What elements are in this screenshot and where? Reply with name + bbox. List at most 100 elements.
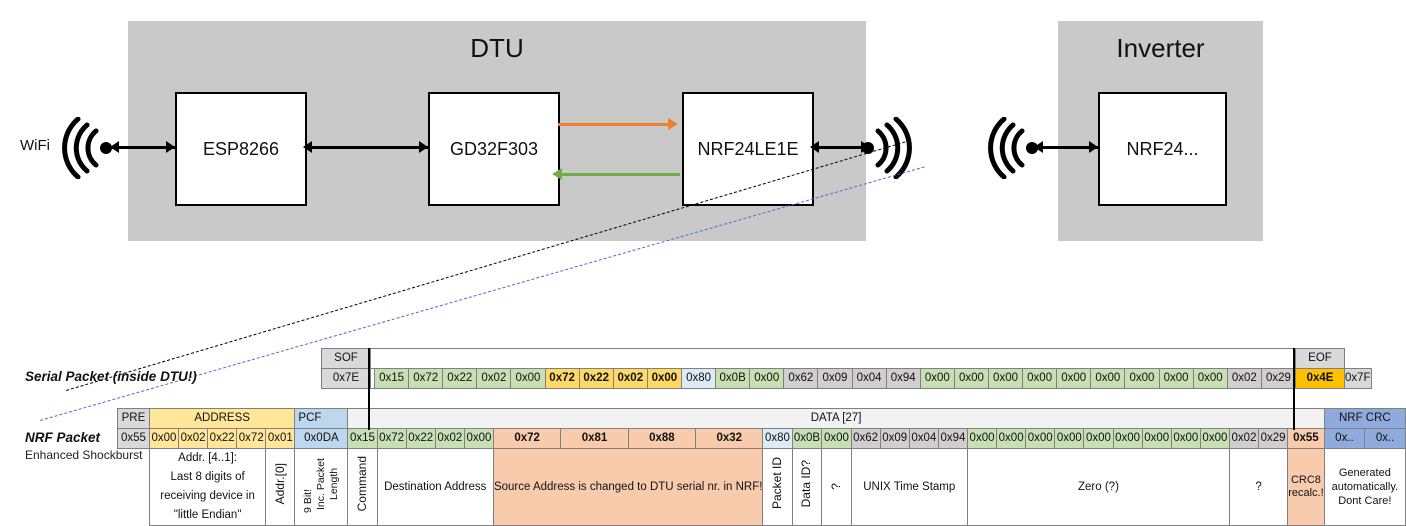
- nrf-crc-header: NRF CRC: [1323, 408, 1406, 429]
- nrf-pcf-value: 0x0DA: [294, 428, 349, 449]
- desc-timestamp-text: UNIX Time Stamp: [863, 480, 956, 493]
- nrf-address-byte-3: 0x72: [236, 428, 267, 449]
- nrf-data-byte-6: 0x81: [560, 428, 629, 449]
- desc-data-id-text: Data ID?: [799, 459, 814, 508]
- nrf-address-byte-2: 0x22: [207, 428, 238, 449]
- nrf-address-byte-0: 0x00: [148, 428, 179, 449]
- nrf-data-byte-0: 0x15: [347, 428, 378, 449]
- desc-source: Source Address is changed to DTU serial …: [492, 448, 764, 526]
- nrf-data-byte-21: 0x00: [1112, 428, 1143, 449]
- nrf-pre-header: PRE: [117, 408, 150, 429]
- nrf-data-byte-1: 0x72: [376, 428, 407, 449]
- serial-header-row: SOF EOF: [321, 348, 1372, 369]
- desc-zero-text: Zero (?): [1078, 480, 1119, 493]
- serial-byte-10: 0x0B: [715, 368, 751, 389]
- nrf-data-byte-5: 0x72: [492, 428, 562, 449]
- desc-addr0: Addr.[0]: [265, 448, 296, 526]
- serial-byte-19: 0x00: [1022, 368, 1058, 389]
- nrf-packet-table: PRE ADDRESS PCF DATA [27] NRF CRC 0x55 0…: [117, 408, 1406, 526]
- serial-byte-25: 0x02: [1226, 368, 1262, 389]
- nrf-data-byte-17: 0x00: [996, 428, 1027, 449]
- serial-byte-1: 0x72: [408, 368, 444, 389]
- desc-pre-empty: [118, 449, 150, 526]
- block-diagram: DTU Inverter ESP8266 GD32F303 NRF24LE1E …: [20, 21, 1263, 421]
- serial-sof-header: SOF: [321, 348, 371, 369]
- serial-byte-11: 0x00: [749, 368, 785, 389]
- link-inverter-antenna-arrow-right: [1089, 141, 1098, 153]
- chip-nrf24-inverter: NRF24...: [1098, 92, 1227, 206]
- serial-byte-20: 0x00: [1056, 368, 1092, 389]
- nrf-data-byte-27: 0x55: [1287, 428, 1325, 449]
- nrf-data-byte-14: 0x04: [908, 428, 939, 449]
- link-esp-gd32-arrow-right: [419, 141, 428, 153]
- chip-esp8266: ESP8266: [175, 92, 307, 206]
- chip-nrf24le1e-label: NRF24LE1E: [697, 138, 799, 159]
- serial-nrf-connector-left: [368, 348, 370, 430]
- desc-timestamp: UNIX Time Stamp: [850, 448, 968, 526]
- serial-byte-9: 0x80: [680, 368, 717, 389]
- serial-byte-16: 0x00: [919, 368, 955, 389]
- link-nrf-antenna-arrow-right: [861, 141, 870, 153]
- chip-gd32f303: GD32F303: [428, 92, 560, 206]
- nrf-data-byte-13: 0x09: [879, 428, 910, 449]
- dtu-title: DTU: [470, 33, 524, 63]
- link-nrf-antenna: [812, 146, 870, 149]
- nrf-pcf-header: PCF: [294, 408, 349, 429]
- serial-byte-23: 0x00: [1158, 368, 1194, 389]
- nrf-data-byte-25: 0x02: [1228, 428, 1260, 449]
- serial-byte-12: 0x62: [783, 368, 819, 389]
- desc-addr0-text: Addr.[0]: [272, 462, 287, 505]
- nrf-data-byte-19: 0x00: [1054, 428, 1085, 449]
- desc-source-text: Source Address is changed to DTU serial …: [493, 480, 763, 493]
- desc-pcf: 9 Bit!Inc. Packet Length: [294, 448, 349, 526]
- nrf-data-byte-7: 0x88: [627, 428, 697, 449]
- nrf-data-byte-26: 0x29: [1258, 428, 1289, 449]
- desc-command: Command: [347, 448, 378, 526]
- desc-packet-id-text: Packet ID: [769, 457, 784, 510]
- serial-byte-27: 0x4E: [1295, 368, 1345, 389]
- desc-data-id: Data ID?: [791, 448, 823, 526]
- nrf-data-byte-22: 0x00: [1141, 428, 1172, 449]
- nrf-data-byte-24: 0x00: [1199, 428, 1230, 449]
- desc-unknown-2: ?: [1228, 448, 1289, 526]
- desc-nrf-crc: Generated automatically. Dont Care!: [1323, 448, 1406, 526]
- link-inverter-antenna-nrf: [1036, 146, 1098, 149]
- serial-byte-17: 0x00: [953, 368, 989, 389]
- serial-sof-value: 0x7E: [321, 368, 371, 389]
- packet-tables: Serial Packet (inside DTU!) NRF Packet E…: [0, 330, 1406, 526]
- nrf-pre-value: 0x55: [117, 428, 150, 449]
- serial-byte-5: 0x72: [544, 368, 580, 389]
- nrf-data-header: DATA [27]: [347, 408, 1325, 429]
- chip-esp8266-label: ESP8266: [202, 138, 280, 159]
- link-esp-gd32: [305, 146, 428, 149]
- link-nrf-gd32-green-arrow: [552, 168, 562, 180]
- nrf-data-byte-11: 0x00: [821, 428, 852, 449]
- chip-nrf24le1e: NRF24LE1E: [682, 92, 814, 206]
- serial-byte-21: 0x00: [1090, 368, 1126, 389]
- desc-nrf-crc-text: Generated automatically. Dont Care!: [1331, 467, 1399, 507]
- serial-byte-22: 0x00: [1124, 368, 1160, 389]
- serial-byte-8: 0x00: [646, 368, 682, 389]
- nrf-data-byte-15: 0x94: [937, 428, 968, 449]
- nrf-data-byte-2: 0x22: [405, 428, 436, 449]
- nrf-packet-label: NRF Packet: [25, 430, 101, 445]
- serial-byte-4: 0x00: [510, 368, 546, 389]
- desc-pcf-line1: 9 Bit!: [301, 488, 314, 513]
- wifi-antenna-icon: [62, 117, 112, 179]
- link-antenna-esp-arrow-right: [166, 141, 175, 153]
- link-gd32-nrf-orange-arrow: [668, 118, 678, 130]
- serial-packet-label: Serial Packet (inside DTU!): [25, 369, 197, 384]
- link-nrf-antenna-arrow-left: [810, 141, 819, 153]
- serial-byte-7: 0x02: [612, 368, 648, 389]
- serial-byte-14: 0x04: [851, 368, 887, 389]
- serial-byte-0: 0x15: [373, 368, 410, 389]
- serial-byte-18: 0x00: [987, 368, 1024, 389]
- desc-pcf-line2: Inc. Packet Length: [314, 457, 340, 510]
- nrf-data-byte-4: 0x00: [463, 428, 494, 449]
- nrf-data-byte-10: 0x0B: [791, 428, 823, 449]
- link-antenna-esp-arrow-left: [110, 141, 119, 153]
- serial-byte-24: 0x00: [1192, 368, 1228, 389]
- desc-unknown-1-text: ?: [828, 482, 843, 490]
